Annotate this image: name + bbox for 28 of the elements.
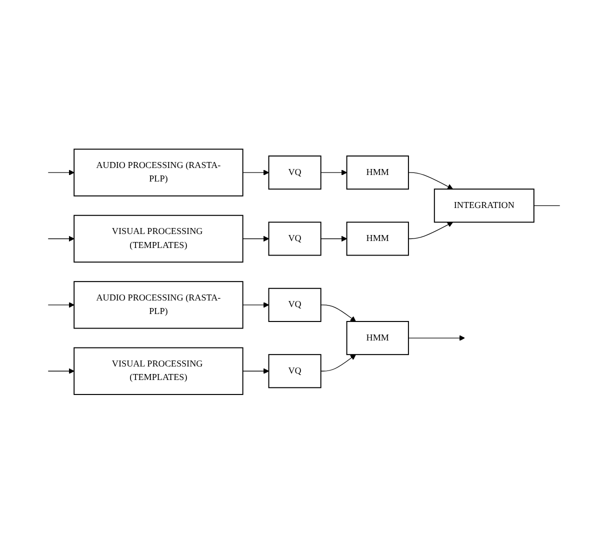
node-box: HMM — [346, 320, 409, 355]
arrow — [320, 354, 356, 372]
arrow — [320, 304, 356, 322]
arrow — [320, 236, 348, 242]
node-box: AUDIO PROCESSING (RASTA-PLP) — [74, 148, 244, 196]
node-box: VQ — [268, 354, 322, 388]
arrow — [242, 169, 270, 176]
node-box: VISUAL PROCESSING (TEMPLATES) — [74, 346, 244, 395]
arrow — [408, 222, 454, 239]
arrow — [408, 172, 454, 190]
arrow — [48, 169, 74, 176]
node-box: INTEGRATION — [434, 188, 534, 222]
arrow — [408, 334, 465, 341]
node-box: VISUAL PROCESSING (TEMPLATES) — [74, 214, 244, 262]
arrow — [48, 302, 74, 308]
arrow — [242, 302, 270, 308]
arrow — [320, 169, 348, 176]
node-box: AUDIO PROCESSING (RASTA-PLP) — [74, 280, 244, 328]
arrow — [242, 236, 270, 242]
node-box: HMM — [346, 221, 409, 256]
node-box: HMM — [346, 155, 409, 190]
node-box: VQ — [268, 288, 322, 322]
node-box: VQ — [268, 155, 322, 190]
arrow — [242, 368, 270, 374]
arrow — [48, 236, 74, 242]
node-box: VQ — [268, 221, 322, 256]
connector — [534, 204, 560, 206]
arrow — [48, 368, 74, 374]
